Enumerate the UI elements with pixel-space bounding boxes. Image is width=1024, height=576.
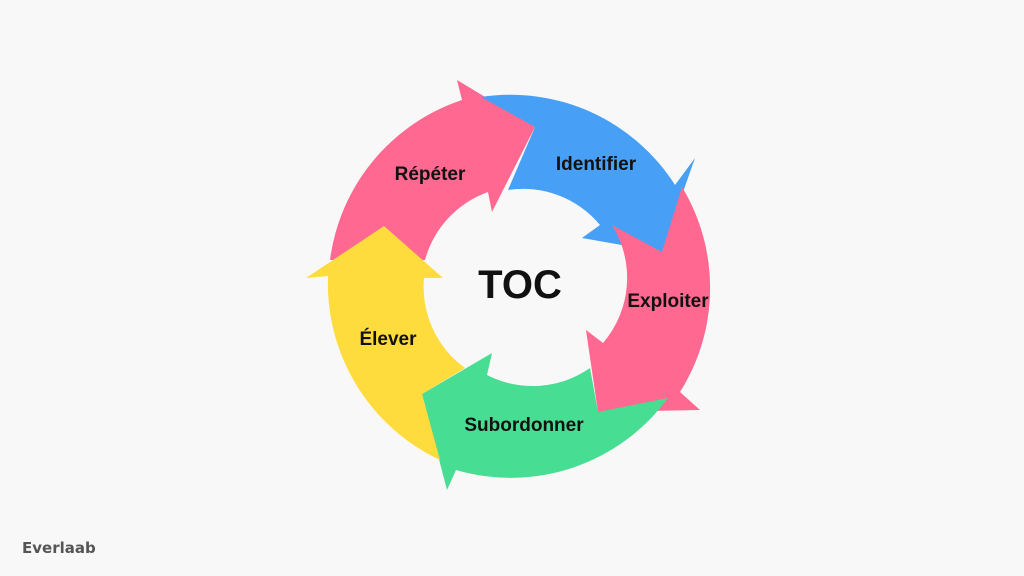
- arrow-identifier: [481, 94, 695, 252]
- center-label: TOC: [478, 263, 562, 307]
- brand-logo-text: Everlaab: [22, 539, 96, 557]
- step-label-identifier: Identifier: [556, 154, 637, 175]
- step-label-repeter: Répéter: [395, 164, 466, 185]
- arrow-subordonner: [422, 353, 668, 490]
- step-label-subordonner: Subordonner: [464, 415, 584, 436]
- step-label-elever: Élever: [359, 328, 417, 350]
- step-label-exploiter: Exploiter: [627, 291, 709, 312]
- arrow-exploiter: [586, 187, 711, 412]
- arrow-repeter: [330, 80, 535, 260]
- arrow-elever: [306, 226, 465, 460]
